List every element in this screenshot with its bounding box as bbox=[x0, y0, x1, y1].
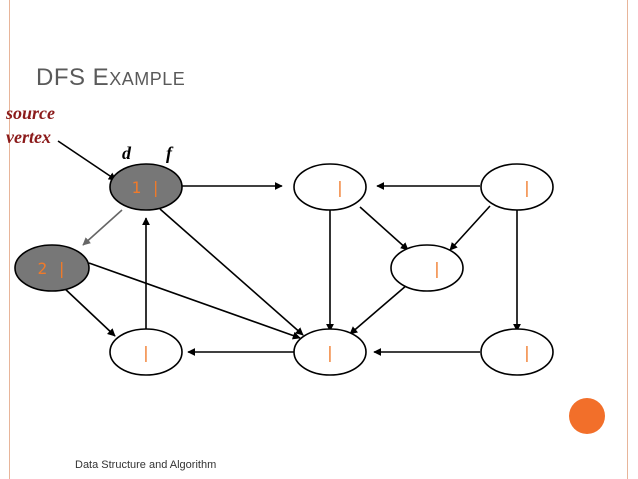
vertex-label: 1 | bbox=[132, 178, 161, 197]
edge-a-d bbox=[82, 209, 123, 246]
source-label-line1: source bbox=[6, 103, 55, 123]
vertex-g: | bbox=[293, 328, 367, 376]
vertex-label: | bbox=[432, 259, 442, 278]
vertex-label: 2 | bbox=[38, 259, 67, 278]
source-pointer-arrow bbox=[57, 140, 117, 181]
source-label-line2: vertex bbox=[6, 127, 51, 147]
edge-d-g bbox=[88, 262, 301, 340]
vertex-f: | bbox=[109, 328, 183, 376]
vertex-label: | bbox=[522, 343, 532, 362]
edge-b-e bbox=[359, 206, 409, 251]
title-part-e: E bbox=[92, 64, 110, 91]
vertex-h: | bbox=[480, 328, 554, 376]
vertex-label: | bbox=[141, 343, 151, 362]
edge-d-f bbox=[62, 286, 116, 337]
vertex-b: | bbox=[293, 163, 367, 211]
title-part-xample: XAMPLE bbox=[109, 69, 186, 89]
vertex-a: 1 | bbox=[109, 163, 183, 211]
vertex-label: | bbox=[335, 178, 345, 197]
slide-border-right bbox=[627, 0, 628, 479]
vertex-e: | bbox=[390, 244, 464, 292]
vertex-label: | bbox=[325, 343, 335, 362]
edge-a-g bbox=[159, 208, 304, 336]
slide-border-left bbox=[9, 0, 10, 479]
title-part-dfs: DFS bbox=[36, 64, 93, 91]
finish-label: f bbox=[166, 143, 172, 163]
vertex-c: | bbox=[480, 163, 554, 211]
decorative-orange-circle bbox=[569, 398, 605, 434]
vertex-d: 2 | bbox=[14, 244, 90, 292]
edge-c-e bbox=[449, 205, 491, 251]
edge-e-g bbox=[349, 284, 408, 335]
vertex-label: | bbox=[522, 178, 532, 197]
footer-text: Data Structure and Algorithm bbox=[75, 459, 217, 471]
discovery-label: d bbox=[122, 143, 131, 163]
slide-title: DFS EXAMPLE bbox=[36, 64, 185, 92]
